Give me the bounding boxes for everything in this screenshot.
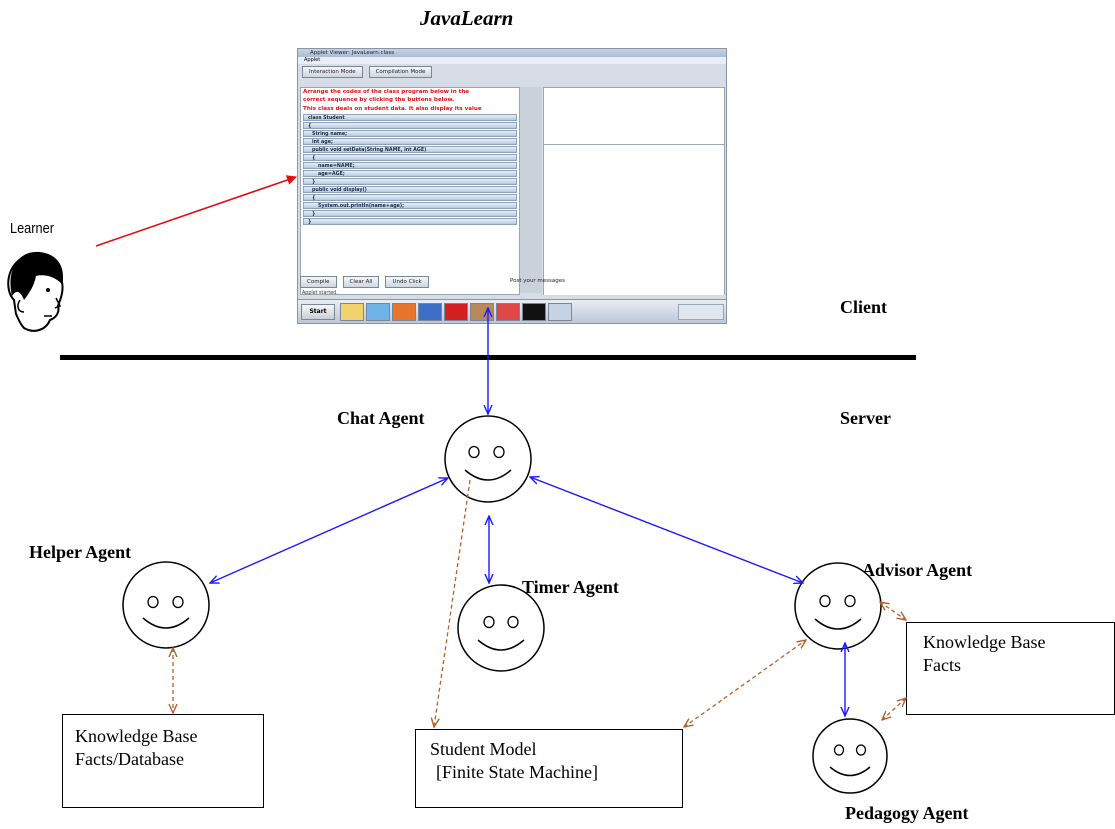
code-line-button[interactable]: name=NAME;	[303, 162, 517, 170]
code-line-button[interactable]: String name;	[303, 130, 517, 138]
box-line: Knowledge Base	[75, 726, 198, 746]
interaction-mode-button[interactable]: Interaction Mode	[302, 66, 363, 78]
code-line-button[interactable]: {	[303, 154, 517, 162]
java-icon[interactable]	[548, 303, 572, 321]
pedagogy-kb-arrow	[882, 698, 906, 720]
code-line-button[interactable]: }	[303, 178, 517, 186]
start-button[interactable]: Start	[301, 304, 335, 320]
pedagogy-agent-face-icon	[812, 718, 888, 794]
code-line-button[interactable]: int age;	[303, 138, 517, 146]
messenger-icon[interactable]	[418, 303, 442, 321]
code-line-button[interactable]: age=AGE;	[303, 170, 517, 178]
system-tray	[678, 304, 724, 320]
code-line-button[interactable]: public void setData(String NAME, int AGE…	[303, 146, 517, 154]
folder-icon[interactable]	[340, 303, 364, 321]
helper-knowledge-base-box: Knowledge Base Facts/Database	[62, 714, 264, 808]
chat-advisor-arrow	[530, 477, 803, 583]
box-line: Knowledge Base	[923, 632, 1046, 652]
instruction-line: correct sequence by clicking the buttons…	[303, 97, 455, 104]
helper-agent-label: Helper Agent	[29, 542, 132, 562]
helper-agent-face-icon	[122, 561, 210, 649]
box-line: Facts/Database	[75, 749, 184, 770]
firefox-icon[interactable]	[392, 303, 416, 321]
app-menu: Applet	[298, 57, 726, 64]
box-line: Facts	[923, 655, 961, 676]
advisor-knowledge-base-box: Knowledge Base Facts	[906, 622, 1115, 715]
code-line-button[interactable]: System.out.println(name+age);	[303, 202, 517, 210]
chat-student-model-arrow	[434, 479, 471, 727]
instruction-line: Arrange the codes of the class program b…	[303, 89, 470, 95]
code-panel: Arrange the codes of the class program b…	[300, 87, 520, 295]
timer-agent-face-icon	[457, 584, 545, 672]
panel-scrollbar[interactable]	[519, 87, 542, 293]
client-label: Client	[840, 297, 887, 317]
chat-agent-face-icon	[444, 415, 532, 503]
code-line-button[interactable]: public void display()	[303, 186, 517, 194]
student-model-advisor-arrow	[684, 640, 806, 727]
learner-label: Learner	[10, 220, 54, 237]
advisor-agent-label: Advisor Agent	[862, 560, 973, 580]
clear-all-button[interactable]: Clear All	[342, 276, 380, 288]
chat-panel	[543, 87, 725, 295]
post-messages-label: Post your messages	[510, 278, 565, 284]
chat-helper-arrow	[210, 478, 448, 583]
code-line-button[interactable]: }	[303, 218, 517, 226]
student-model-box: Student Model [Finite State Machine]	[415, 729, 683, 808]
learner-icon	[7, 251, 64, 332]
advisor-agent-face-icon	[794, 562, 882, 650]
server-label: Server	[840, 408, 891, 428]
pdf-icon[interactable]	[444, 303, 468, 321]
compile-button[interactable]: Compile	[300, 276, 337, 288]
advisor-kb-arrow	[880, 602, 906, 620]
instruction-line: This class deals on student data. It als…	[303, 105, 482, 112]
box-line: Student Model	[430, 739, 537, 759]
applet-status: Applet started.	[302, 291, 338, 296]
pedagogy-agent-label: Pedagogy Agent	[845, 803, 969, 823]
code-line-button[interactable]: }	[303, 210, 517, 218]
terminal-icon[interactable]	[522, 303, 546, 321]
mail-icon[interactable]	[496, 303, 520, 321]
undo-click-button[interactable]: Undo Click	[385, 276, 429, 288]
browser-icon[interactable]	[366, 303, 390, 321]
box-line: [Finite State Machine]	[436, 762, 598, 783]
javalearn-app-window: Applet Viewer: JavaLearn.class Applet In…	[297, 48, 727, 324]
code-line-button[interactable]: {	[303, 194, 517, 202]
message-area[interactable]	[544, 144, 724, 295]
code-line-button[interactable]: {	[303, 122, 517, 130]
diagram-title: JavaLearn	[420, 6, 514, 30]
app-titlebar: Applet Viewer: JavaLearn.class	[298, 49, 726, 57]
mode-button-row: Interaction Mode Compilation Mode	[298, 64, 726, 80]
os-taskbar: Start	[298, 299, 726, 323]
compilation-mode-button[interactable]: Compilation Mode	[368, 66, 433, 78]
code-line-button[interactable]: class Student	[303, 114, 517, 122]
bottom-button-row: Compile Clear All Undo Click	[300, 275, 429, 289]
chat-agent-label: Chat Agent	[337, 408, 425, 428]
learner-to-app-arrow	[95, 175, 297, 247]
